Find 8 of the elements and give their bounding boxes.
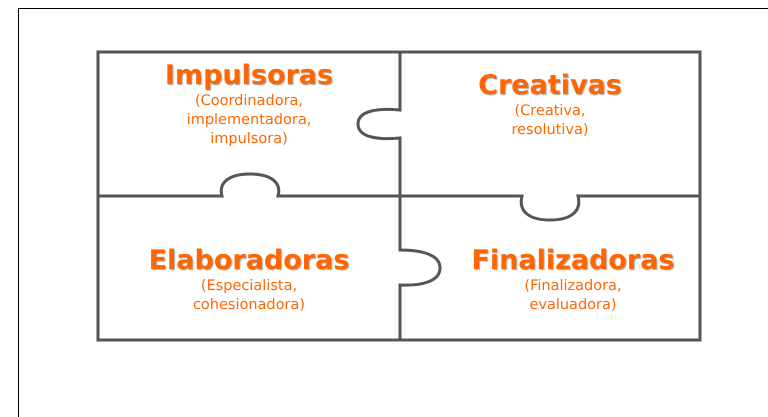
piece-description: (Coordinadora, implementadora, impulsora): [186, 92, 312, 149]
piece-heading: Creativas: [478, 70, 622, 102]
piece-heading: Elaboradoras: [148, 245, 350, 277]
piece-description: (Especialista, cohesionadora): [192, 277, 306, 315]
piece-description: (Finalizadora, evaluadora): [523, 277, 623, 315]
piece-description: (Creativa, resolutiva): [510, 102, 590, 140]
piece-heading: Impulsoras: [164, 60, 334, 92]
piece-heading: Finalizadoras: [471, 245, 675, 277]
